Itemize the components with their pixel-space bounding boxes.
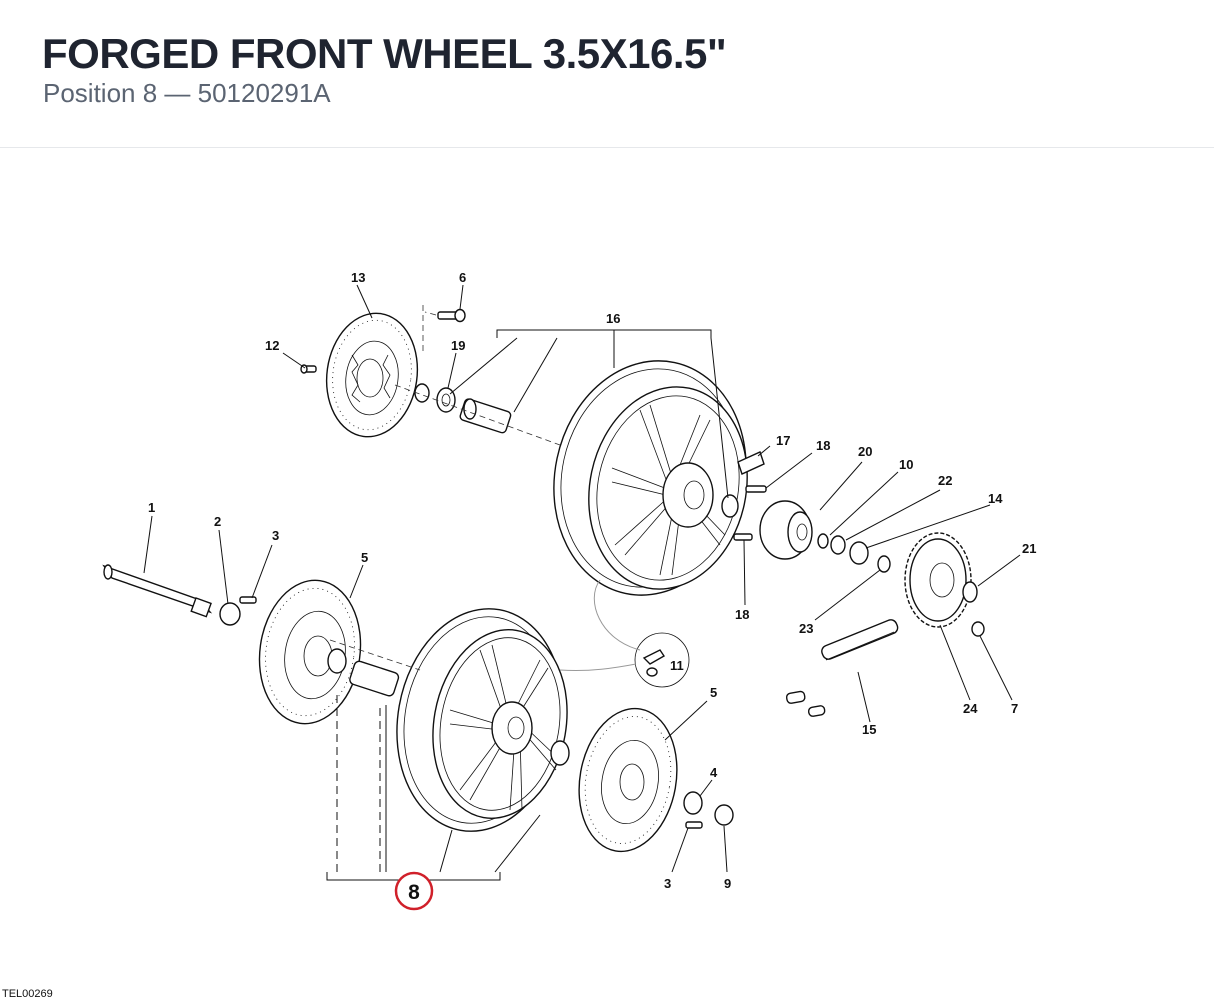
callout-23: 23 — [799, 621, 813, 636]
callout-12: 12 — [265, 338, 279, 353]
bolt-12 — [300, 364, 317, 374]
bolt-6 — [422, 305, 466, 355]
callout-8: 8 — [408, 881, 420, 904]
front-axle — [102, 564, 213, 618]
callout-17: 17 — [776, 433, 790, 448]
callout-2: 2 — [214, 514, 221, 529]
brake-disc-upper — [325, 312, 419, 438]
callout-21: 21 — [1022, 541, 1036, 556]
rear-sprocket — [904, 532, 985, 637]
drawing-code: TEL00269 — [2, 988, 53, 1000]
rear-wheel — [553, 360, 748, 596]
callout-15: 15 — [862, 722, 876, 737]
callout-9: 9 — [724, 876, 731, 891]
page-subtitle: Position 8 — 50120291A — [43, 78, 331, 108]
callout-5-right: 5 — [710, 685, 717, 700]
callout-7: 7 — [1011, 701, 1018, 716]
callout-3-right: 3 — [664, 876, 671, 891]
leader-lines — [143, 284, 1021, 881]
brake-disc-left — [258, 579, 400, 725]
callout-4: 4 — [710, 765, 718, 780]
spacer-2 — [219, 596, 257, 626]
callout-18-top: 18 — [816, 438, 830, 453]
front-wheel — [396, 608, 570, 832]
highlight-position-8[interactable]: 8 — [394, 871, 434, 911]
callout-18-bottom: 18 — [735, 607, 749, 622]
brake-disc-right — [329, 639, 734, 853]
callout-24: 24 — [963, 701, 978, 716]
callout-19: 19 — [451, 338, 465, 353]
spacer-19 — [394, 383, 561, 446]
drive-chain — [785, 619, 899, 717]
callout-5-left: 5 — [361, 550, 368, 565]
callout-3-left: 3 — [272, 528, 279, 543]
callout-13: 13 — [351, 270, 365, 285]
callout-1: 1 — [148, 500, 155, 515]
callout-16: 16 — [606, 311, 620, 326]
callout-14: 14 — [988, 491, 1003, 506]
callout-10: 10 — [899, 457, 913, 472]
highlight-ring — [394, 871, 434, 911]
callout-20: 20 — [858, 444, 872, 459]
sprocket-carrier — [721, 451, 891, 573]
callout-6: 6 — [459, 270, 466, 285]
callout-labels: 13 6 12 19 16 17 18 20 10 22 14 1 2 3 5 … — [148, 270, 1036, 891]
callout-11: 11 — [670, 658, 684, 673]
page-title: FORGED FRONT WHEEL 3.5X16.5" — [42, 30, 727, 77]
tyre-valve — [559, 579, 690, 688]
header: FORGED FRONT WHEEL 3.5X16.5" Position 8 … — [0, 0, 1214, 148]
callout-22: 22 — [938, 473, 952, 488]
